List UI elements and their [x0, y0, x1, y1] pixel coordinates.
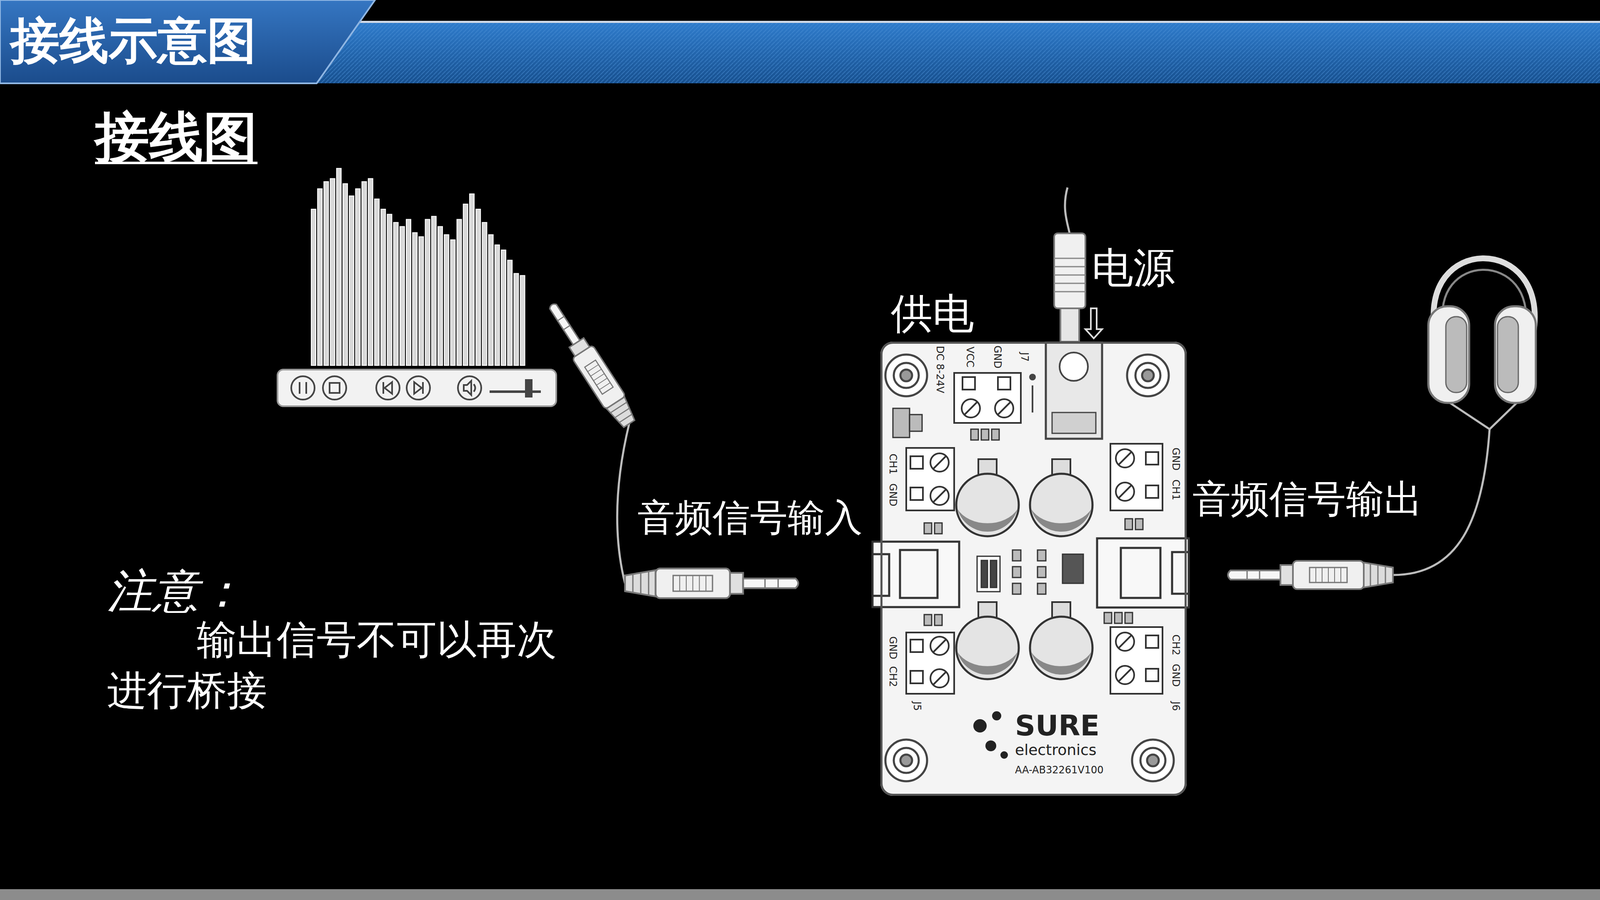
pin-label: GND [886, 636, 899, 660]
capacitors [956, 459, 1093, 680]
spectrum-bar [323, 181, 329, 366]
power-plug [1054, 233, 1086, 342]
spectrum-bar [444, 234, 449, 366]
section-heading: 接线图 [95, 106, 258, 169]
spectrum-bar [393, 222, 399, 366]
pin-label: J6 [1169, 701, 1182, 711]
input-cable [617, 423, 630, 584]
spectrum-bar [463, 204, 468, 366]
spectrum-bar [387, 214, 392, 366]
audio-jacks [872, 538, 1189, 608]
audio-plug [541, 297, 640, 430]
pin-label: DC 8-24V [933, 345, 946, 394]
bottom-strip [0, 889, 1600, 900]
spectrum-bar [336, 168, 342, 366]
note-text: 输出信号不可以再次 进行桥接 [107, 614, 587, 717]
spectrum-bar [431, 216, 437, 366]
power-label: 电源 [1091, 243, 1175, 292]
pin-label: CH2 [886, 666, 899, 688]
pin-label: J7 [1018, 352, 1030, 362]
spectrum-bar [311, 209, 316, 366]
player-bar [277, 369, 557, 407]
spectrum-bar [406, 219, 411, 366]
terminal-blocks [906, 372, 1163, 694]
spectrum-bar [450, 240, 455, 366]
spectrum-bar [482, 222, 487, 366]
audio-plug [1227, 560, 1393, 590]
spectrum-bar [349, 195, 354, 366]
cables [617, 187, 1517, 584]
circuit-board-art [872, 341, 1189, 796]
pin-label: GND [991, 345, 1003, 369]
power-arrow [1085, 308, 1103, 339]
spectrum-bar [425, 219, 430, 366]
spectrum-bar [475, 209, 481, 366]
brand-name: SURE [1015, 710, 1100, 742]
circuit-board: SUREelectronicsAA-AB32261V100 [880, 341, 1187, 796]
spectrum-bar [495, 245, 500, 366]
spectrum-bar [418, 236, 424, 366]
pin-label: GND [886, 483, 899, 507]
note-heading: 注意： [107, 564, 245, 618]
power-cable [1065, 187, 1070, 234]
spectrum-bar [355, 188, 360, 366]
spectrum-bar [317, 188, 323, 366]
mounting-holes [885, 354, 1174, 782]
spectrum-bars [311, 168, 525, 366]
audio-plug [625, 568, 799, 598]
spectrum-bar [437, 226, 443, 366]
spectrum-bar [380, 209, 386, 366]
spectrum-bar [488, 234, 494, 366]
headphones [1428, 258, 1536, 403]
pin-label: CH2 [1169, 634, 1182, 656]
spectrum-bar [513, 273, 519, 366]
pin-label: CH1 [1169, 479, 1182, 501]
title-band [250, 21, 1600, 84]
pin-label: J5 [910, 701, 923, 711]
dc-jack [1029, 342, 1103, 439]
pin-label: GND [1169, 447, 1182, 471]
spectrum-bar [400, 226, 405, 366]
slide-title: 接线示意图 [10, 12, 257, 70]
spectrum-bar [412, 232, 418, 366]
brand-subtitle: electronics [1015, 741, 1097, 759]
band-line [250, 20, 1600, 23]
spectrum-bar [507, 260, 513, 366]
board-model: AA-AB32261V100 [1015, 764, 1104, 776]
pin-label: CH1 [886, 453, 899, 475]
band-texture [250, 21, 1600, 84]
spectrum-bar [368, 178, 373, 366]
spectrum-bar [374, 199, 380, 366]
spectrum-bar [362, 181, 367, 366]
logo-dots [973, 711, 1008, 759]
headphone-cable [1450, 402, 1517, 430]
spectrum-bar [469, 193, 475, 366]
spectrum-bar [330, 178, 335, 366]
title-panel [0, 0, 375, 84]
output-label: 音频信号输出 [1192, 477, 1423, 522]
pin-label: GND [1169, 663, 1182, 687]
spectrum-bar [342, 183, 348, 366]
pin-label: VCC [963, 346, 976, 368]
supply-label: 供电 [890, 289, 975, 338]
input-label: 音频信号输入 [637, 495, 863, 540]
spectrum-bar [501, 250, 506, 366]
spectrum-bar [457, 219, 462, 366]
spectrum-bar [520, 275, 525, 366]
player-icons [291, 376, 541, 400]
